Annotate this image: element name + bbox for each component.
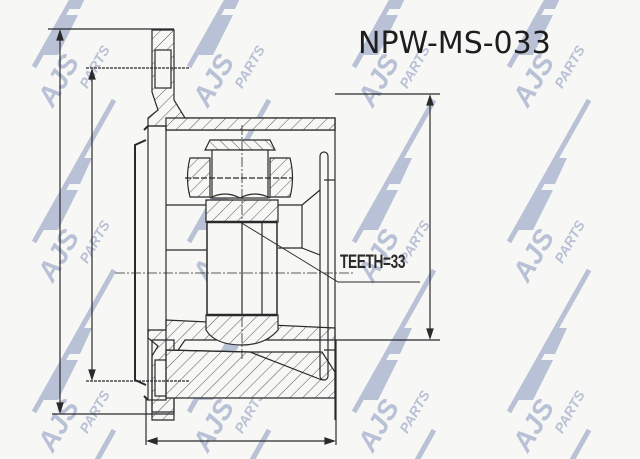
part-number-title: NPW-MS-033 [358,26,551,61]
teeth-callout-label: TEETH=33 [340,252,406,273]
